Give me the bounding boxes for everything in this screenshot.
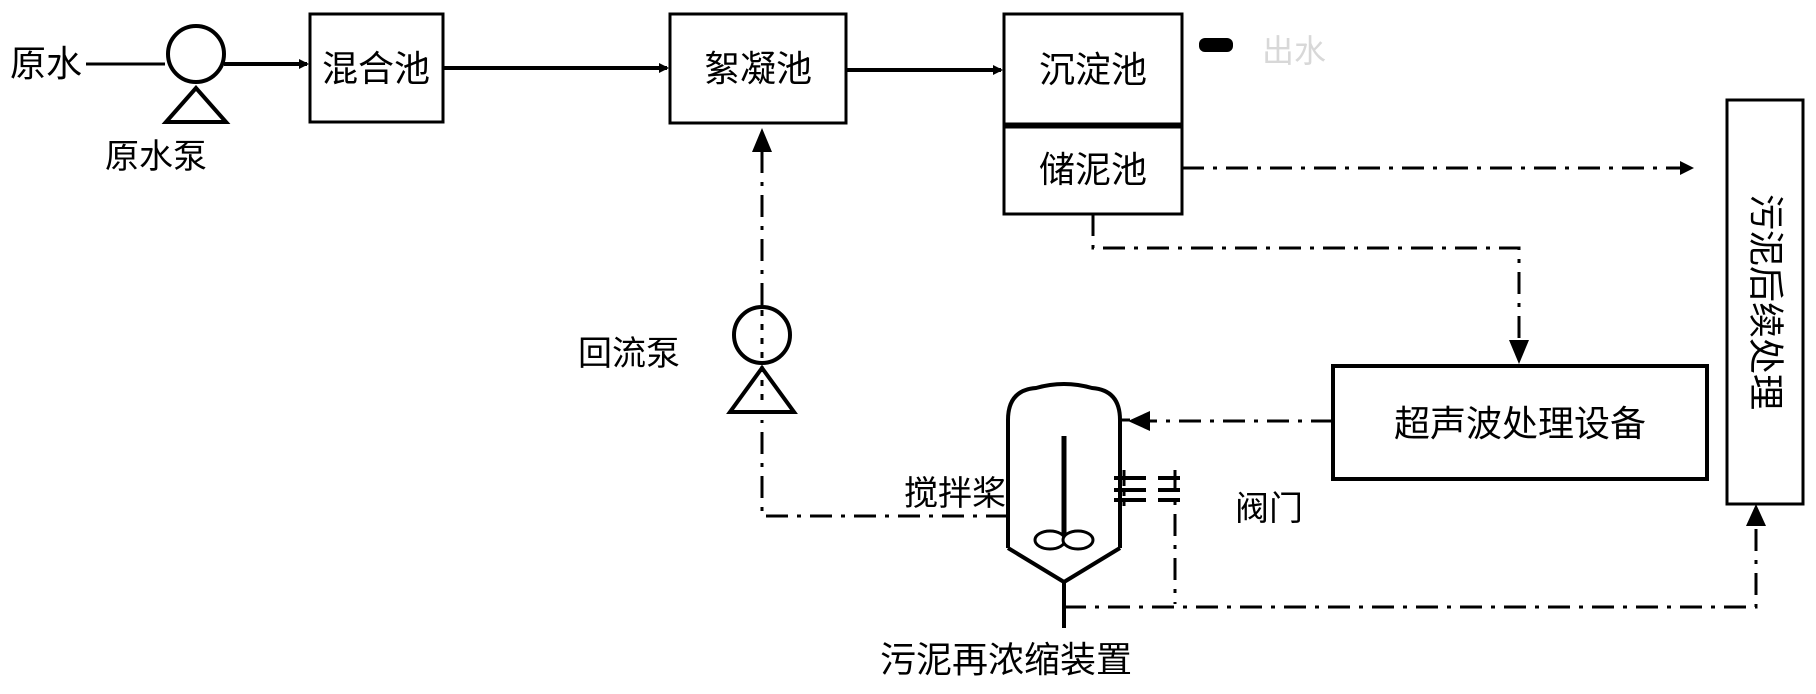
effluent-faint-label: 出水	[1262, 32, 1326, 70]
flocculation-tank-box	[668, 12, 848, 125]
raw-water-pump-label: 原水泵	[105, 137, 207, 177]
reflux-pump-to-flocculation-arrowhead	[752, 128, 772, 152]
ultrasonic-equipment-box	[1331, 364, 1709, 481]
reflux-pump-icon	[726, 305, 798, 414]
effluent-stub	[1199, 38, 1233, 52]
ultrasonic-to-thickener-arrowhead	[1128, 411, 1150, 431]
sludge-storage-tank-box	[1002, 125, 1184, 216]
valve-label: 阀门	[1235, 489, 1303, 529]
thickener-label: 污泥再浓缩装置	[880, 640, 1132, 681]
sludge-post-treatment-box	[1725, 98, 1805, 506]
thickener-to-post-treatment-line	[1064, 522, 1758, 609]
sedimentation-tank-box	[1002, 12, 1184, 126]
flocculation-tank-label: 絮凝池	[704, 49, 812, 90]
valve-icon	[1114, 470, 1180, 604]
storage-to-ultrasonic-arrowhead	[1509, 340, 1529, 364]
storage-to-post-treatment-arrowhead	[1680, 161, 1694, 175]
raw-water-label: 原水	[10, 44, 82, 85]
thickener-to-reflux-pump-line	[760, 420, 1008, 518]
stirring-paddle-icon	[1033, 436, 1095, 551]
sludge-post-treatment-label: 污泥后续处理	[1745, 194, 1786, 410]
stirring-paddle-label: 搅拌桨	[904, 474, 1006, 514]
thickener-to-post-treatment-arrowhead	[1746, 504, 1766, 526]
mixing-tank-label: 混合池	[322, 49, 430, 90]
ultrasonic-equipment-label: 超声波处理设备	[1394, 404, 1646, 445]
sedimentation-tank-label: 沉淀池	[1039, 50, 1147, 91]
raw-water-pump-icon	[161, 24, 231, 124]
reflux-pump-label: 回流泵	[578, 334, 680, 374]
storage-to-ultrasonic-line	[1091, 214, 1521, 352]
sludge-storage-tank-label: 储泥池	[1039, 150, 1147, 191]
